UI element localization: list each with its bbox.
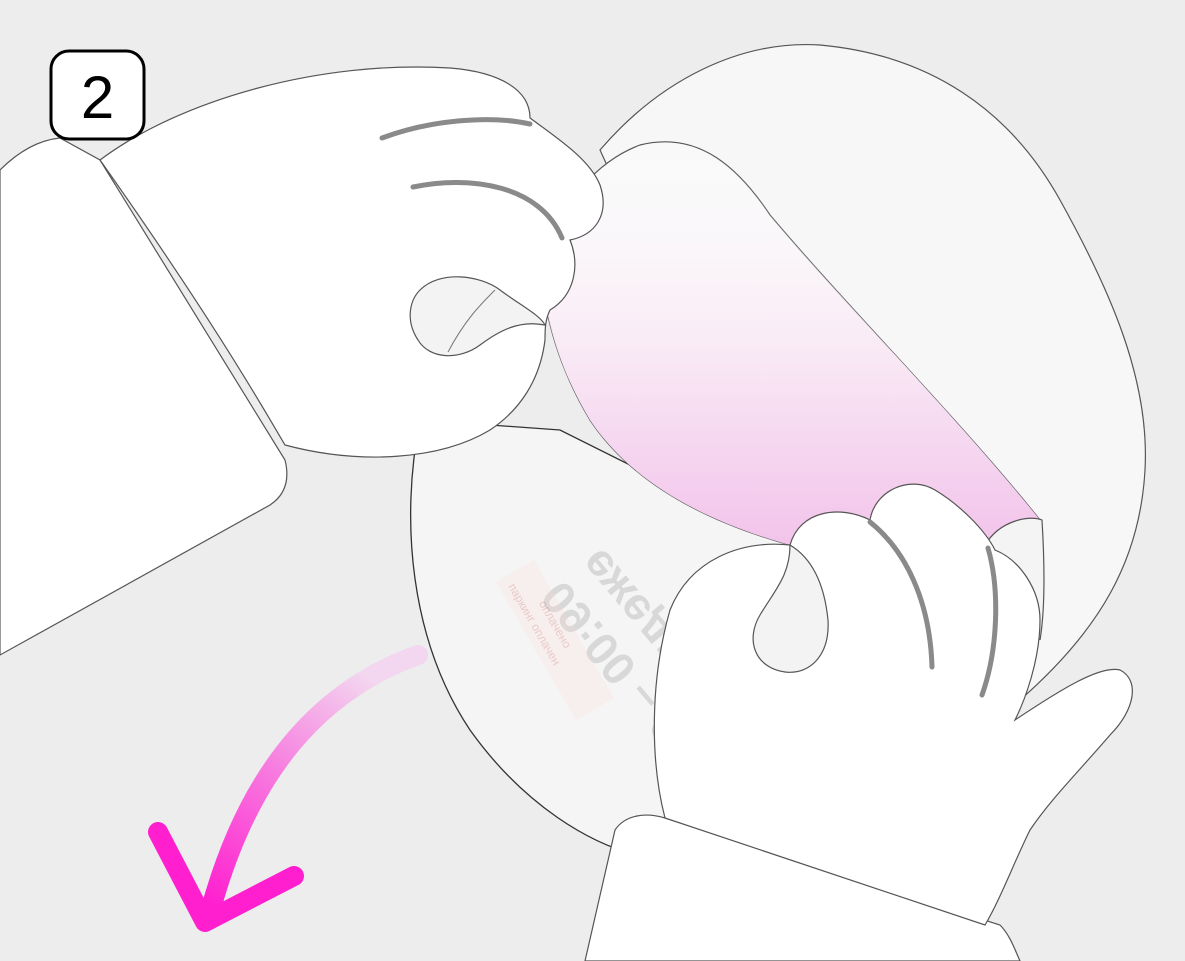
right-hand-pinch-gap bbox=[752, 543, 829, 673]
left-hand-pinch-gap bbox=[409, 276, 547, 357]
right-finger-line-1 bbox=[867, 519, 935, 670]
right-finger-line-2 bbox=[979, 545, 999, 698]
curved-arrow-down-left-icon bbox=[148, 645, 428, 932]
peeling-film-tint bbox=[540, 141, 1040, 552]
left-hand bbox=[99, 66, 604, 458]
step-number: 2 bbox=[81, 64, 114, 131]
left-finger-line-2 bbox=[410, 180, 565, 241]
step-badge: 2 bbox=[49, 49, 146, 141]
left-finger-line-1 bbox=[379, 117, 533, 141]
left-hand-pinch-film bbox=[447, 289, 496, 353]
left-sleeve bbox=[0, 137, 288, 656]
